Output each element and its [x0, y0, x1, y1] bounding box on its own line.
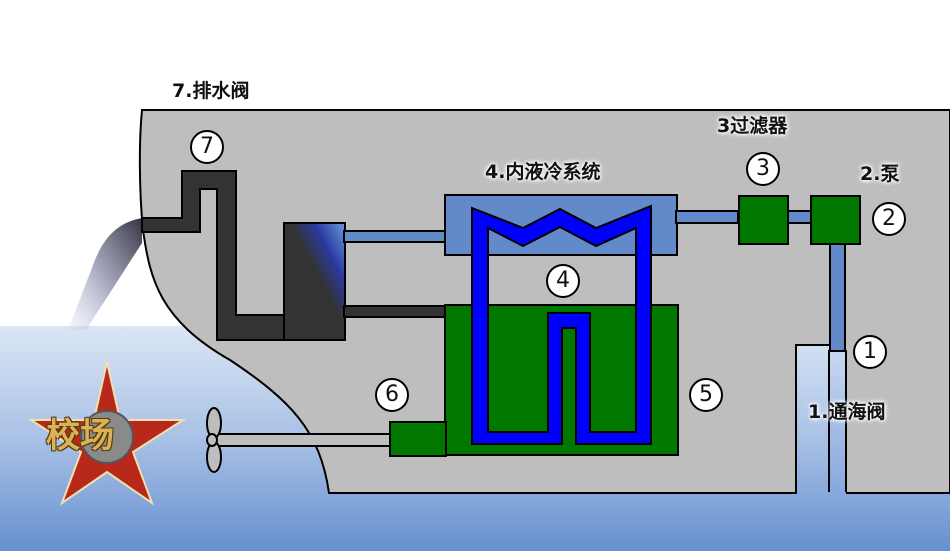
marker-6: 6: [375, 378, 409, 412]
label-drain-valve: 7.排水阀: [172, 80, 250, 102]
coolant-pipe-top: [343, 230, 447, 243]
label-internal-cooling: 4.内液冷系统: [485, 161, 601, 183]
internal-cooling-loop: [471, 204, 652, 445]
logo-star-icon: [27, 361, 187, 506]
marker-3: 3: [746, 152, 780, 186]
filter-box: [738, 195, 789, 245]
marker-5: 5: [689, 378, 723, 412]
coolant-pipe-filter-pump: [786, 210, 814, 224]
coolant-pipe-right: [675, 210, 739, 224]
logo-text: 校场: [46, 416, 114, 456]
propeller-icon: [206, 407, 222, 473]
marker-1: 1: [853, 335, 887, 369]
marker-4: 4: [546, 264, 580, 298]
label-sea-valve: 1.通海阀: [808, 401, 886, 423]
exhaust-pipe-bottom: [343, 305, 448, 318]
gearbox: [389, 421, 447, 457]
marker-7: 7: [190, 130, 224, 164]
label-filter: 3过滤器: [717, 115, 788, 137]
label-pump: 2.泵: [860, 163, 900, 185]
exhaust-spray: [68, 218, 142, 330]
marker-2: 2: [872, 202, 906, 236]
coolant-pipe-vertical: [829, 242, 846, 352]
heat-exchanger-tank: [283, 222, 346, 341]
pump-box: [810, 195, 861, 245]
propeller-shaft: [211, 433, 393, 447]
sea-intake-channel: [830, 350, 846, 495]
